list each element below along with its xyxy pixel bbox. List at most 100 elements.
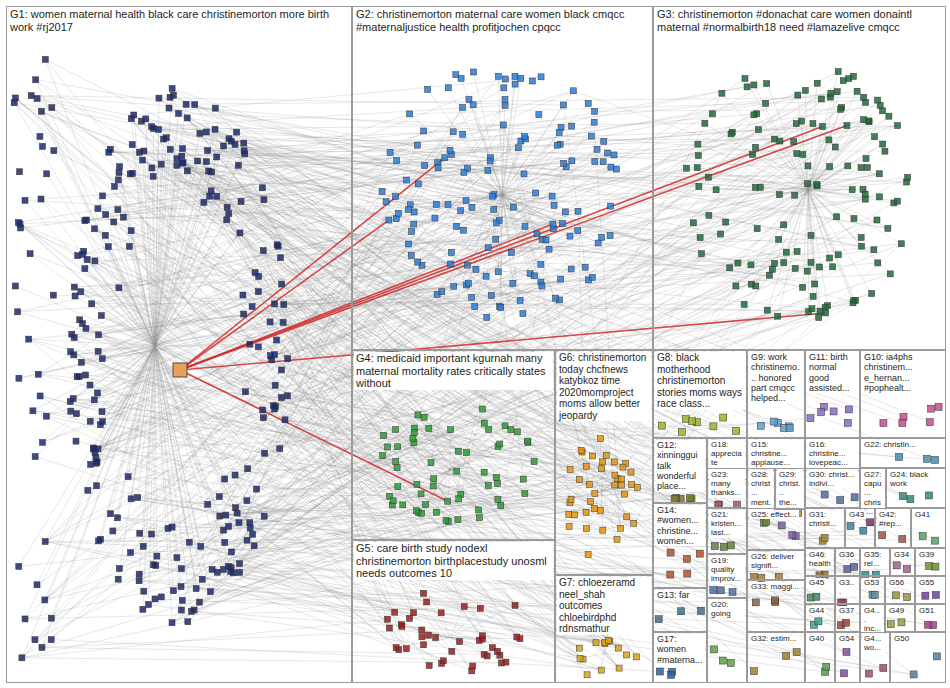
vertex-marker (485, 245, 491, 251)
edge-line (241, 122, 869, 202)
vertex-marker (435, 165, 441, 171)
vertex-marker (71, 284, 77, 290)
vertex-marker (403, 177, 409, 183)
vertex-marker (592, 108, 598, 114)
vertex-marker (280, 319, 286, 325)
vertex-marker (893, 562, 900, 569)
edge-line (31, 96, 563, 105)
vertex-marker (203, 159, 209, 165)
vertex-marker (871, 591, 878, 598)
vertex-marker (800, 284, 806, 290)
vertex-marker (170, 588, 176, 594)
vertex-marker (140, 606, 146, 612)
vertex-marker (808, 259, 814, 265)
vertex-marker (932, 456, 939, 463)
vertex-marker (618, 525, 624, 531)
vertex-marker (696, 183, 702, 189)
vertex-marker (387, 149, 393, 155)
vertex-marker (585, 100, 591, 106)
vertex-marker (818, 409, 825, 416)
vertex-marker (517, 297, 523, 303)
vertex-marker (232, 472, 238, 478)
vertex-marker (698, 251, 704, 257)
vertex-marker (629, 482, 635, 488)
vertex-marker (411, 209, 417, 215)
vertex-marker (567, 233, 573, 239)
edge-line (20, 224, 701, 611)
vertex-marker (752, 144, 758, 150)
vertex-marker (899, 493, 906, 500)
vertex-marker (431, 476, 437, 482)
vertex-marker (403, 646, 409, 652)
vertex-marker (115, 515, 121, 521)
vertex-marker (461, 169, 467, 175)
vertex-marker (887, 271, 893, 277)
vertex-marker (757, 184, 763, 190)
vertex-marker (110, 528, 116, 534)
edge-line (102, 153, 608, 412)
vertex-marker (235, 162, 241, 168)
vertex-marker (616, 665, 622, 671)
edge-line (180, 126, 823, 370)
edge-line (152, 127, 751, 265)
vertex-marker (508, 250, 514, 256)
vertex-marker (498, 304, 504, 310)
edge-line (240, 572, 596, 642)
vertex-marker (830, 264, 836, 270)
vertex-marker (470, 69, 476, 75)
vertex-marker (553, 295, 559, 301)
vertex-marker (274, 337, 280, 343)
vertex-marker (510, 280, 516, 286)
vertex-marker (814, 181, 820, 187)
vertex-marker (394, 465, 400, 471)
vertex-marker (178, 566, 184, 572)
vertex-marker (457, 639, 463, 645)
vertex-marker (859, 243, 865, 249)
edge-line (177, 165, 854, 567)
vertex-marker (783, 652, 790, 659)
vertex-marker (451, 283, 457, 289)
vertex-marker (935, 403, 942, 410)
vertex-marker (228, 568, 234, 574)
vertex-marker (421, 128, 427, 134)
vertex-marker (174, 555, 180, 561)
vertex-marker (128, 496, 134, 502)
edge-line (235, 144, 914, 674)
vertex-marker (844, 566, 851, 573)
edge-line (52, 108, 756, 603)
vertex-marker (247, 520, 253, 526)
vertex-marker (426, 425, 432, 431)
vertex-marker (51, 148, 57, 154)
vertex-marker (393, 194, 399, 200)
vertex-marker (156, 95, 162, 101)
vertex-marker (272, 352, 278, 358)
vertex-marker (42, 597, 48, 603)
vertex-marker (844, 123, 850, 129)
vertex-marker (87, 418, 93, 424)
vertex-marker (561, 160, 567, 166)
vertex-marker (49, 105, 55, 111)
vertex-marker (27, 251, 33, 257)
edge-line (155, 262, 811, 598)
vertex-marker (35, 371, 41, 377)
vertex-marker (605, 150, 611, 156)
vertex-marker (484, 653, 490, 659)
vertex-marker (469, 294, 475, 300)
edge-line (41, 111, 154, 346)
vertex-marker (237, 569, 243, 575)
vertex-marker (502, 102, 508, 108)
edge-line (101, 316, 877, 641)
vertex-marker (12, 95, 18, 101)
edge-line (238, 165, 907, 597)
vertex-marker (882, 148, 888, 154)
edge-line (503, 125, 620, 528)
vertex-marker (619, 476, 625, 482)
vertex-marker (690, 220, 696, 226)
vertex-marker (717, 587, 724, 594)
vertex-marker (495, 73, 501, 79)
vertex-marker (407, 615, 413, 621)
vertex-marker (575, 208, 581, 214)
vertex-marker (858, 234, 864, 240)
vertex-marker (533, 190, 539, 196)
vertex-marker (522, 223, 528, 229)
